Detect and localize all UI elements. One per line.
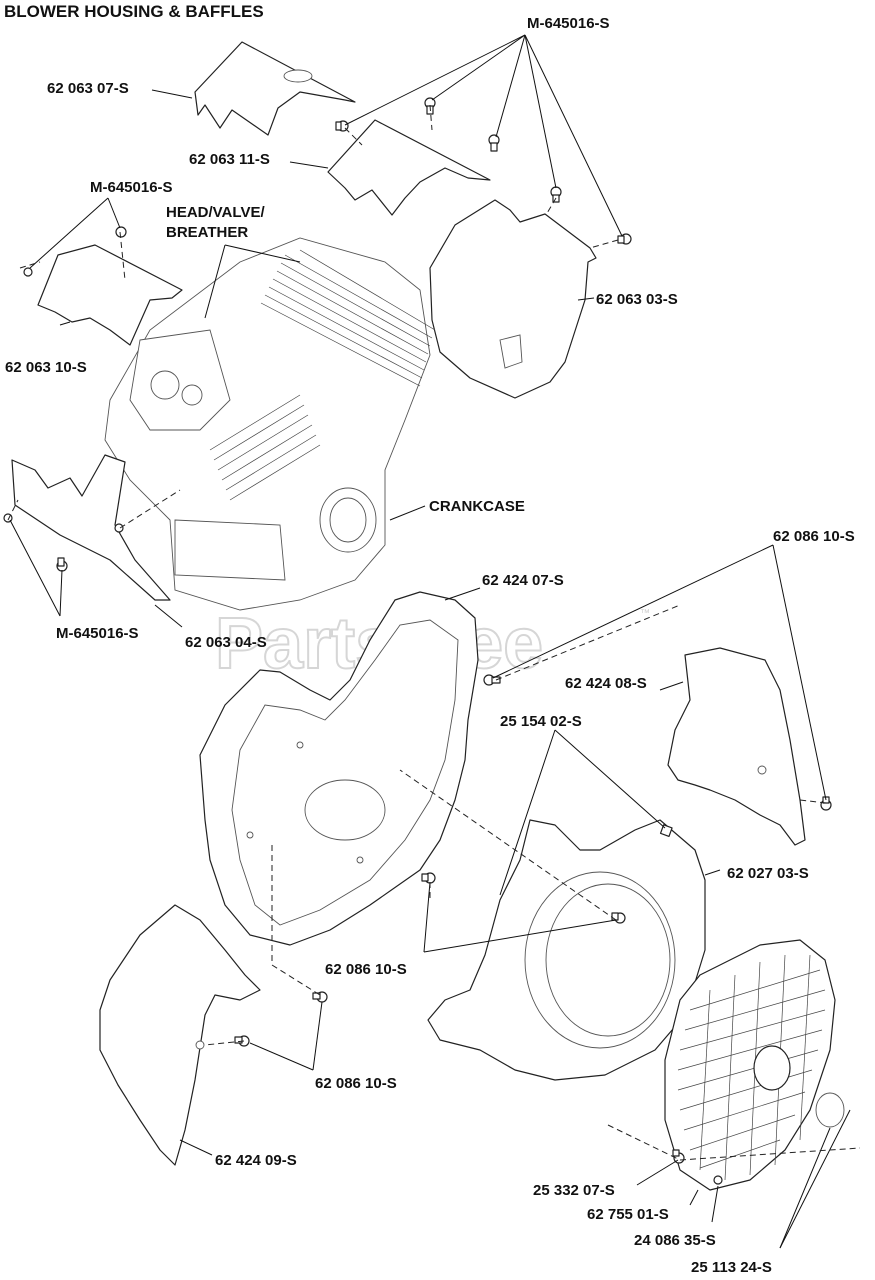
callout-62-063-10: 62 063 10-S [5, 359, 87, 376]
callout-62-063-07: 62 063 07-S [47, 80, 129, 97]
baffle-62-063-03 [429, 199, 597, 399]
screw-icon [483, 674, 501, 686]
callout-62-027-03: 62 027 03-S [727, 865, 809, 882]
callout-62-063-11: 62 063 11-S [189, 151, 270, 168]
baffle-62-063-04 [3, 454, 171, 601]
callout-62-424-09: 62 424 09-S [215, 1152, 297, 1169]
callout-m645016-top: M-645016-S [527, 15, 610, 32]
callout-62-086-10-top: 62 086 10-S [773, 528, 855, 545]
screw-icon [56, 557, 68, 572]
blower-housing-62-424-07 [199, 591, 479, 946]
engine-block [104, 237, 436, 611]
callout-25-154-02: 25 154 02-S [500, 713, 582, 730]
callout-62-424-08: 62 424 08-S [565, 675, 647, 692]
callout-24-086-35: 24 086 35-S [634, 1232, 716, 1249]
callout-62-424-07: 62 424 07-S [482, 572, 564, 589]
assembly-dashed-lines [7, 104, 861, 1161]
screw-icon [421, 872, 436, 884]
callout-25-113-24: 25 113 24-S [691, 1259, 772, 1276]
callout-62-063-04: 62 063 04-S [185, 634, 267, 651]
screw-icon [617, 233, 632, 245]
baffle-62-063-07 [194, 41, 356, 136]
screw-icon [611, 912, 626, 924]
watermark-trademark: ™ [640, 608, 650, 619]
leader-lines [9, 34, 851, 1249]
callout-62-086-10-low: 62 086 10-S [315, 1075, 397, 1092]
callout-62-086-10-mid: 62 086 10-S [325, 961, 407, 978]
callout-labels: M-645016-S 62 063 07-S 62 063 11-S M-645… [5, 15, 855, 1276]
baffle-62-063-10 [23, 226, 183, 346]
baffle-62-424-09 [99, 904, 328, 1166]
baffle-62-063-11 [327, 119, 491, 216]
callout-breather: BREATHER [166, 224, 248, 241]
fan-shroud-62-027-03 [421, 819, 706, 1081]
callout-head-valve: HEAD/VALVE/ [166, 204, 265, 221]
screw-icon [114, 523, 124, 533]
callout-62-755-01: 62 755 01-S [587, 1206, 669, 1223]
screw-icon [713, 1175, 723, 1185]
screw-icon [550, 186, 562, 203]
callout-25-332-07: 25 332 07-S [533, 1182, 615, 1199]
callout-m645016-left: M-645016-S [90, 179, 173, 196]
screw-icon [488, 134, 500, 152]
screw-icon [312, 991, 328, 1003]
callout-m645016-bottom: M-645016-S [56, 625, 139, 642]
callout-crankcase: CRANKCASE [429, 498, 525, 515]
fan-grille-62-755-01 [664, 939, 845, 1191]
callout-62-063-03: 62 063 03-S [596, 291, 678, 308]
diagram-title: BLOWER HOUSING & BAFFLES [4, 2, 264, 21]
